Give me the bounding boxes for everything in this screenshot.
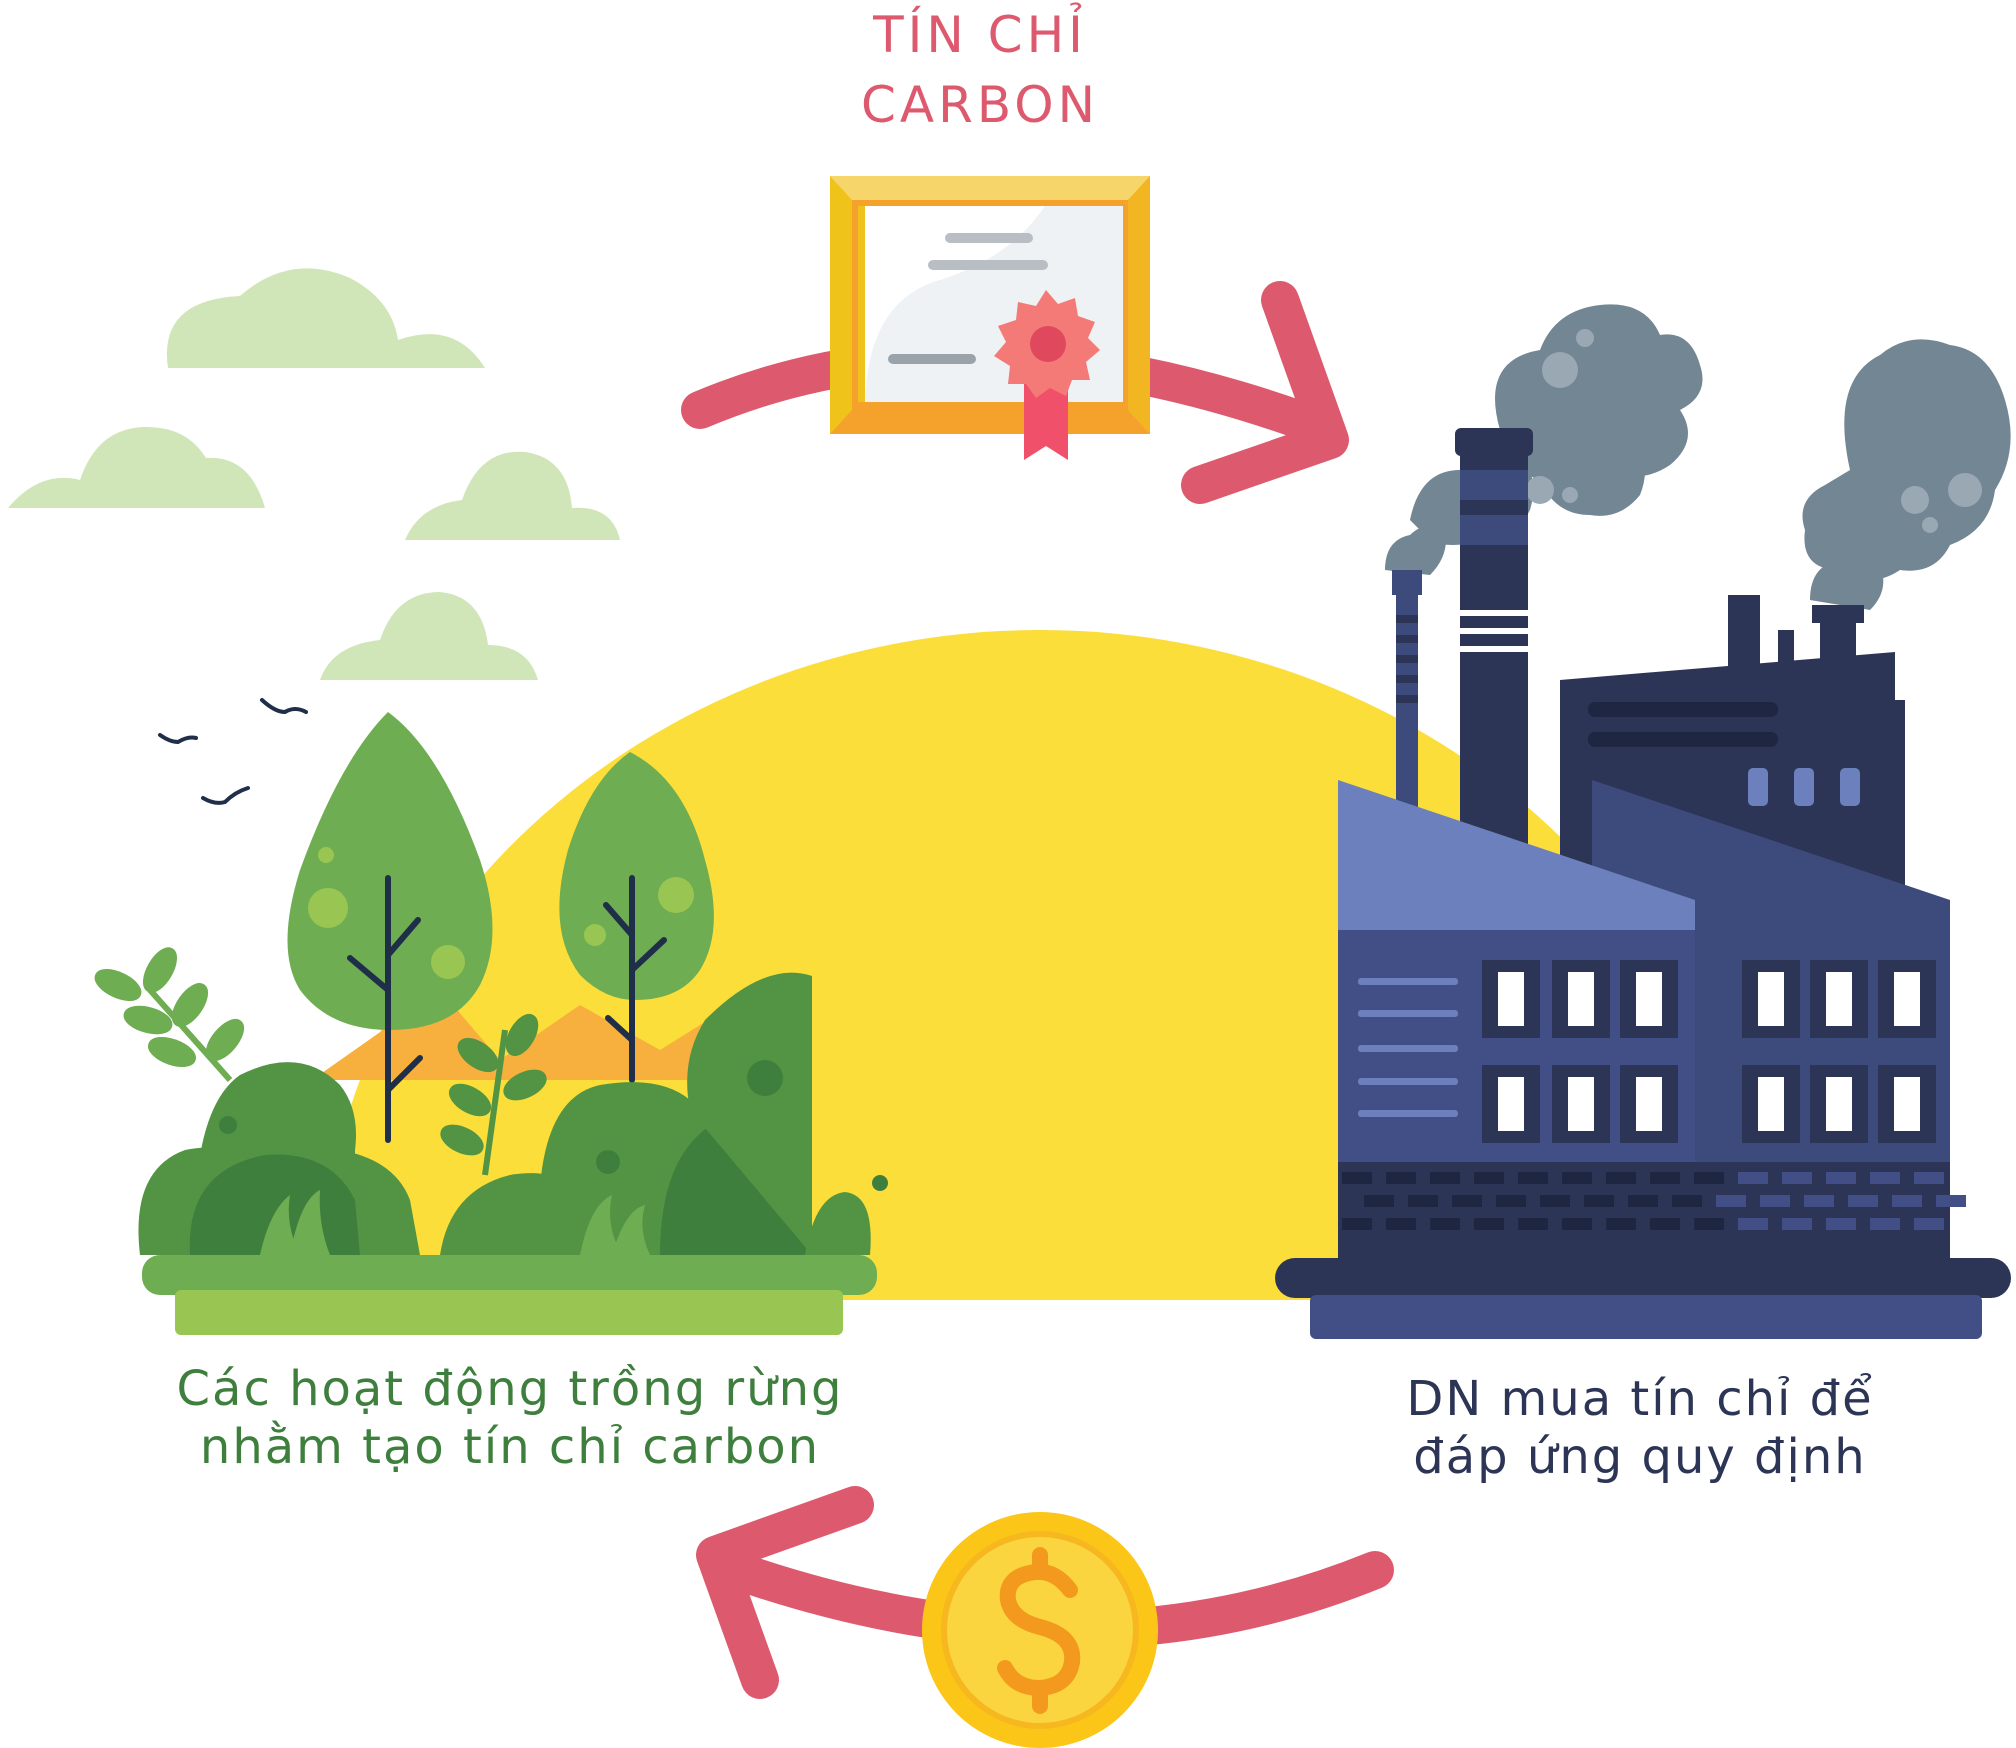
bird-icon [158, 698, 308, 805]
title-line-2: CARBON [860, 76, 1100, 134]
factory-caption-line-2: đáp ứng quy định [1413, 1429, 1867, 1485]
cloud-icon [8, 427, 265, 508]
forest-caption: Các hoạt động trồng rừng nhằm tạo tín ch… [110, 1360, 910, 1476]
forest-caption-line-2: nhằm tạo tín chỉ carbon [199, 1419, 821, 1475]
factory-icon [1275, 304, 2011, 1339]
coin-dollar-icon [922, 1512, 1158, 1748]
factory-caption-line-1: DN mua tín chỉ để [1406, 1371, 1874, 1427]
forest-icon [94, 712, 888, 1335]
smoke-icon [1385, 304, 2011, 610]
title-line-1: TÍN CHỈ [873, 6, 1087, 64]
cloud-icon [405, 451, 620, 540]
cloud-icon [166, 268, 486, 368]
factory-caption: DN mua tín chỉ để đáp ứng quy định [1300, 1370, 1980, 1486]
certificate-icon [830, 176, 1150, 460]
cloud-icon [320, 592, 538, 680]
forest-caption-line-1: Các hoạt động trồng rừng [176, 1361, 844, 1417]
diagram-title: TÍN CHỈ CARBON [760, 0, 1200, 140]
